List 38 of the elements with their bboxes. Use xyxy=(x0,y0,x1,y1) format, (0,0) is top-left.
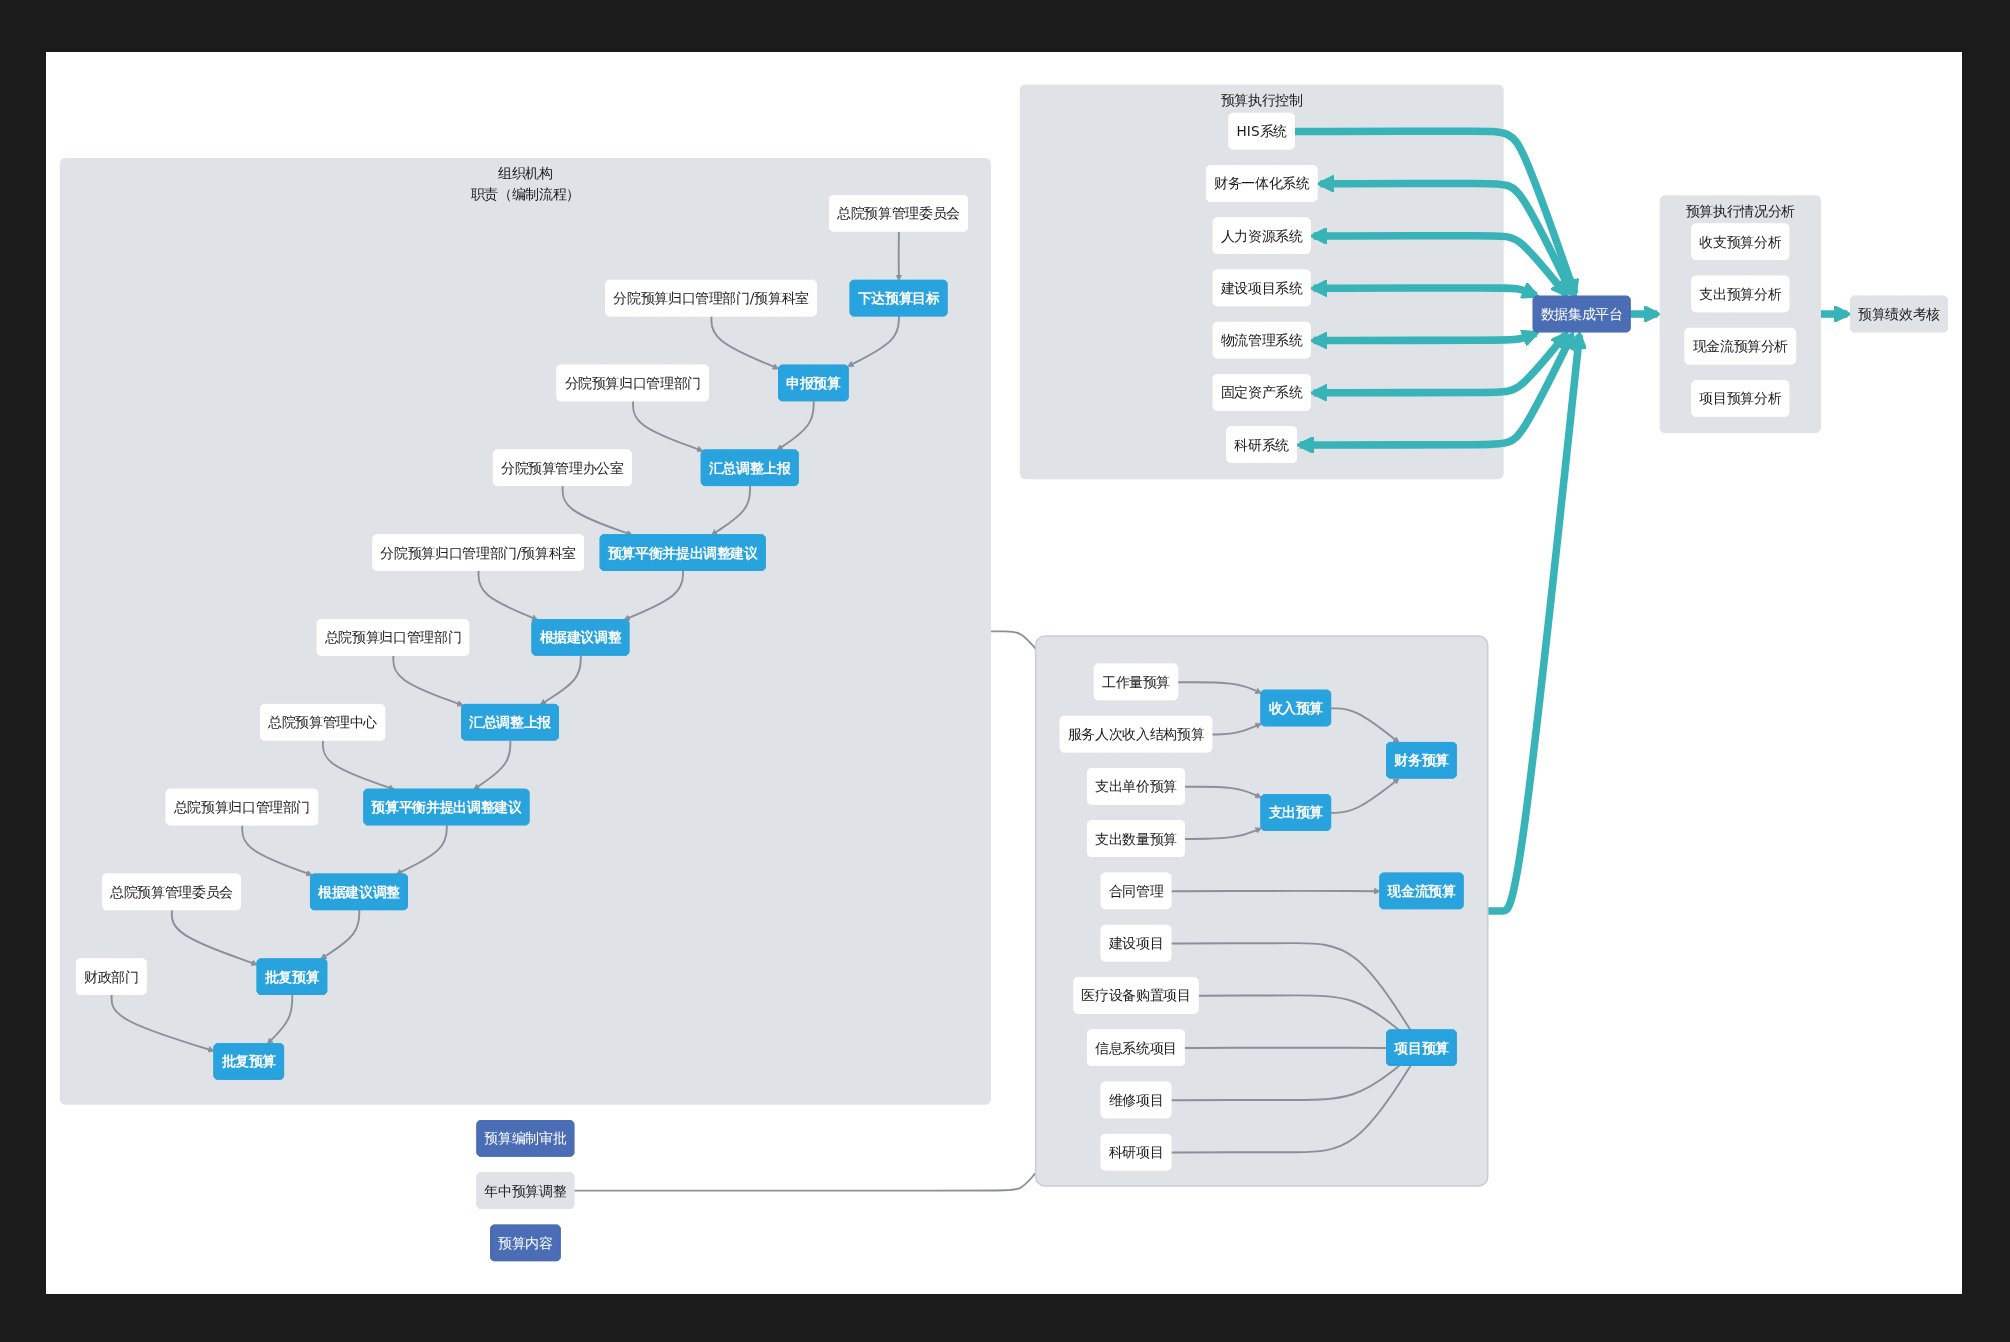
arrow xyxy=(170,909,258,966)
connector xyxy=(1183,1046,1388,1049)
arrow xyxy=(1170,887,1381,895)
arrow xyxy=(395,824,448,875)
arrow xyxy=(1177,681,1262,694)
connector xyxy=(1170,1064,1412,1154)
arrow xyxy=(477,569,539,621)
arrow xyxy=(710,485,752,536)
arrow xyxy=(1309,329,1540,350)
connector xyxy=(1170,1064,1401,1102)
arrow xyxy=(473,739,512,790)
arrow xyxy=(1818,304,1852,324)
arrow xyxy=(1294,127,1580,298)
arrow xyxy=(1309,331,1569,402)
arrow xyxy=(1330,778,1400,814)
cluster xyxy=(1034,635,1489,1187)
arrow xyxy=(847,315,900,367)
arrow xyxy=(1183,785,1262,799)
arrow xyxy=(1330,707,1400,744)
arrow xyxy=(110,993,215,1053)
arrow xyxy=(321,739,396,791)
arrow xyxy=(1628,304,1662,324)
arrow xyxy=(1309,279,1540,299)
arrow xyxy=(632,400,704,453)
arrow xyxy=(539,654,582,706)
arrow xyxy=(1296,331,1576,455)
arrow xyxy=(241,824,313,877)
arrow xyxy=(623,569,685,621)
arrow xyxy=(895,230,903,281)
arrow xyxy=(1183,827,1262,840)
arrow xyxy=(1211,722,1262,736)
arrow xyxy=(320,909,361,960)
arrow xyxy=(266,993,294,1045)
arrow xyxy=(392,654,464,707)
arrow xyxy=(1316,174,1576,298)
arrow xyxy=(1309,226,1569,298)
arrow xyxy=(710,315,780,370)
arrow xyxy=(776,400,815,451)
